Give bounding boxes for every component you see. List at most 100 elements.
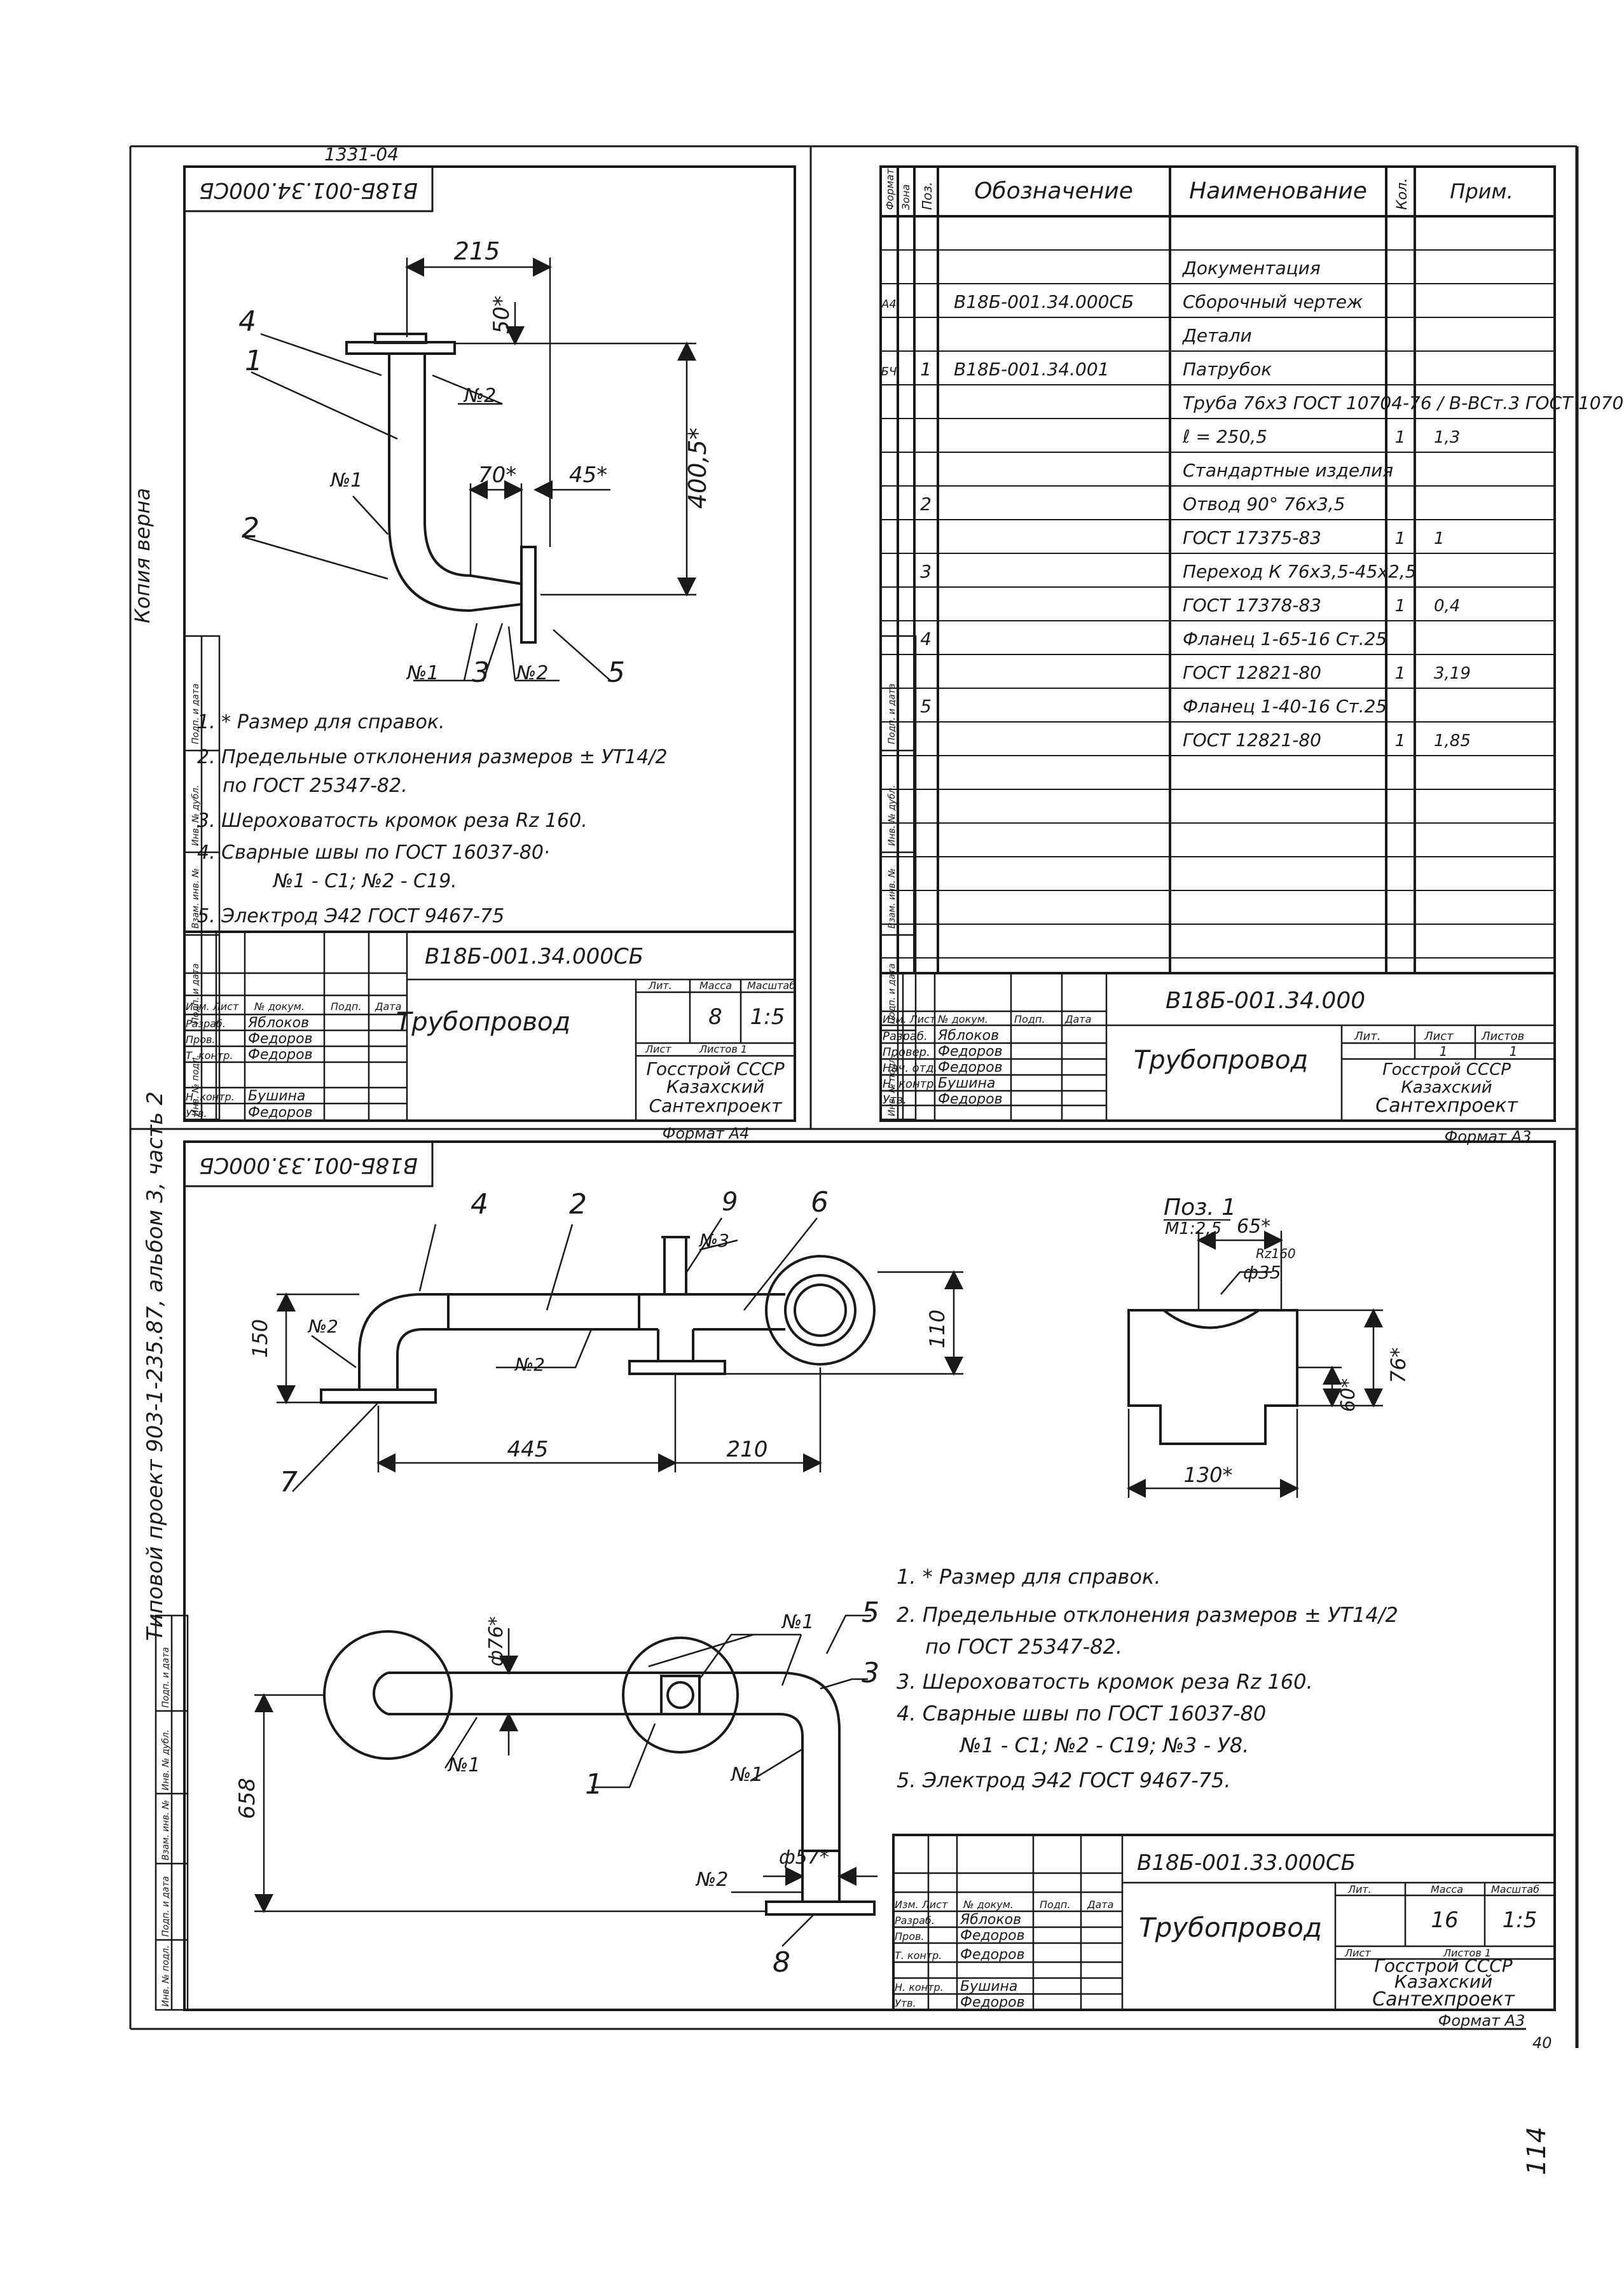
sheet1-tb-sheets: Листов 1	[699, 1043, 747, 1055]
spec-cell-pos: 2	[920, 494, 932, 515]
sheet1-notes: 1. * Размер для справок. 2. Предельные о…	[197, 711, 668, 927]
sheet3-title-block	[892, 1834, 1556, 2011]
sheet3-tb-org1: Госстрой СССР	[1374, 1955, 1512, 1976]
spec-cell-pos: 1	[920, 359, 932, 380]
svg-text:Нач. отд.: Нач. отд.	[883, 1062, 937, 1075]
svg-text:Провер.: Провер.	[883, 1046, 930, 1059]
spec-cell-qty: 1	[1395, 597, 1406, 616]
sheet3-tb-rows: Изм. Лист № докум. Подп. Дата Разраб. Яб…	[895, 1899, 1113, 2011]
spec-cell-pos: 5	[920, 696, 932, 717]
svg-text:Обозначение: Обозначение	[974, 178, 1133, 204]
pos1-title: Поз. 1	[1164, 1194, 1236, 1221]
pos1-rz: Rz160	[1256, 1246, 1296, 1261]
svg-text:Зона: Зона	[900, 184, 912, 210]
spec-cell-name: Отвод 90° 76х3,5	[1183, 494, 1345, 515]
sheet3-tb-mass: 16	[1431, 1907, 1458, 1933]
svg-text:Дата: Дата	[1087, 1899, 1113, 1911]
svg-text:Взам. инв. №: Взам. инв. №	[161, 1800, 171, 1860]
sheet3-pos-8: 8	[773, 1946, 790, 1979]
dim-400: 400,5*	[684, 427, 712, 509]
svg-text:Изм. Лист: Изм. Лист	[186, 1000, 239, 1013]
spec-tb-org1: Госстрой СССР	[1382, 1060, 1511, 1079]
svg-text:Дата: Дата	[375, 1000, 401, 1013]
sheet1-pipe-drawing	[345, 333, 537, 644]
sheet3-tb-mass-h: Масса	[1431, 1883, 1463, 1895]
spec-cell-qty: 1	[1395, 529, 1406, 548]
spec-tb-rows: Изм. Лист № докум. Подп. Дата Разраб. Яб…	[883, 1013, 1091, 1107]
svg-text:Взам. инв. №: Взам. инв. №	[191, 868, 201, 929]
sheet1-tb-rows: Изм. Лист № докум. Подп. Дата Разраб. Яб…	[186, 1000, 401, 1121]
sheet3-weld-2a: №2	[514, 1354, 545, 1375]
sheet3-pos-1: 1	[585, 1768, 603, 1801]
sheet1-tb-name: Трубопровод	[396, 1007, 570, 1037]
svg-text:Бушина: Бушина	[960, 1979, 1017, 1995]
svg-text:Федоров: Федоров	[248, 1031, 313, 1047]
svg-text:4. Сварные швы по ГОСТ 16037-8: 4. Сварные швы по ГОСТ 16037-80	[897, 1701, 1266, 1726]
dim-45: 45*	[569, 462, 607, 488]
sheet1-tb-sheet: Лист	[645, 1043, 671, 1055]
svg-text:Пров.: Пров.	[895, 1930, 925, 1942]
pos-4: 4	[238, 305, 256, 338]
sheet3-dim-110: 110	[925, 1310, 949, 1348]
sheet3-front-view	[320, 1236, 876, 1404]
spec-cell-note: 1,85	[1434, 731, 1471, 751]
spec-cell-qty: 1	[1395, 428, 1406, 447]
sheet3-weld-1c: №1	[730, 1764, 763, 1786]
svg-text:Н. контр.: Н. контр.	[895, 1981, 944, 1993]
svg-text:Федоров: Федоров	[960, 1928, 1025, 1944]
sheet3-tb-format: Формат А3	[1438, 2012, 1525, 2030]
pos1-d60: 60*	[1337, 1378, 1359, 1412]
spec-cell-designation: В18Б-001.34.001	[954, 359, 1109, 380]
sheet3-tb-scale: 1:5	[1503, 1907, 1538, 1933]
svg-text:Инв. № подл.: Инв. № подл.	[887, 1055, 897, 1116]
svg-text:Федоров: Федоров	[248, 1105, 313, 1121]
sheet3-weld-1a: №1	[781, 1611, 814, 1633]
sheet3-dim-76: ф76*	[485, 1616, 507, 1666]
svg-text:Т. контр.: Т. контр.	[186, 1049, 233, 1062]
svg-text:Дата: Дата	[1064, 1013, 1091, 1025]
svg-text:Инв. № дубл.: Инв. № дубл.	[161, 1729, 171, 1790]
sheet3-side-note: Типовой проект 903-1-235.87, альбом 3, ч…	[142, 1091, 168, 1641]
sheet3-frame	[183, 1140, 1556, 2011]
spec-cell-name: ГОСТ 17375-83	[1183, 527, 1321, 548]
svg-text:Бушина: Бушина	[248, 1088, 305, 1104]
svg-text:Т. контр.: Т. контр.	[895, 1949, 942, 1962]
spec-cell-format: БЧ	[881, 365, 897, 378]
sheet3-pos-4: 4	[471, 1188, 488, 1221]
sheet3-tb-name: Трубопровод	[1139, 1912, 1322, 1943]
svg-text:4. Сварные швы по ГОСТ 16037-8: 4. Сварные швы по ГОСТ 16037-80·	[197, 841, 549, 864]
spec-cell-name: Фланец 1-65-16 Ст.25	[1183, 628, 1387, 649]
svg-text:Подп.: Подп.	[1014, 1013, 1045, 1025]
spec-tb-org2: Казахский	[1401, 1078, 1492, 1097]
sheet3-tb-sheets: Листов 1	[1443, 1947, 1491, 1959]
spec-cell-format: А4	[881, 298, 897, 311]
spec-tb-lit: Лит.	[1354, 1030, 1380, 1043]
svg-text:Н. контр.: Н. контр.	[883, 1077, 937, 1091]
spec-cell-name: Патрубок	[1183, 359, 1272, 380]
svg-text:Федоров: Федоров	[938, 1060, 1003, 1076]
svg-text:Инв. № подл.: Инв. № подл.	[161, 1945, 171, 2007]
sheet3-front-dims	[277, 1217, 963, 1492]
spec-cell-name: Стандартные изделия	[1183, 460, 1393, 481]
svg-text:Взам. инв. №: Взам. инв. №	[887, 868, 897, 929]
sheet3-tb-org2: Казахский	[1394, 1971, 1492, 1992]
svg-text:Разраб.: Разраб.	[895, 1914, 935, 1927]
svg-text:Разраб.: Разраб.	[883, 1030, 928, 1043]
svg-text:Федоров: Федоров	[960, 1947, 1025, 1963]
svg-text:№ докум.: № докум.	[963, 1899, 1014, 1911]
sheet3-dim-445: 445	[507, 1437, 549, 1462]
sheet3-pos-7: 7	[280, 1466, 298, 1498]
spec-tb-name: Трубопровод	[1134, 1046, 1308, 1075]
svg-text:Федоров: Федоров	[938, 1091, 1003, 1107]
svg-text:5. Электрод Э42 ГОСТ 9467-75: 5. Электрод Э42 ГОСТ 9467-75	[197, 905, 504, 927]
dim-70: 70*	[478, 462, 516, 488]
sheet3-weld-1b: №1	[447, 1754, 480, 1776]
svg-text:№1 - С1; №2 - С19.: №1 - С1; №2 - С19.	[272, 870, 457, 892]
sheet3-dim-210: 210	[727, 1437, 768, 1462]
svg-text:по ГОСТ 25347-82.: по ГОСТ 25347-82.	[223, 775, 408, 797]
pos1-dim-65: 65*	[1237, 1215, 1270, 1238]
spec-cell-name: ГОСТ 12821-80	[1183, 730, 1321, 751]
sheet1-mirror-code: В18Б-001.34.000СБ	[199, 177, 418, 203]
spec-cell-name: ℓ = 250,5	[1182, 426, 1267, 447]
spec-cell-note: 3,19	[1434, 664, 1471, 683]
